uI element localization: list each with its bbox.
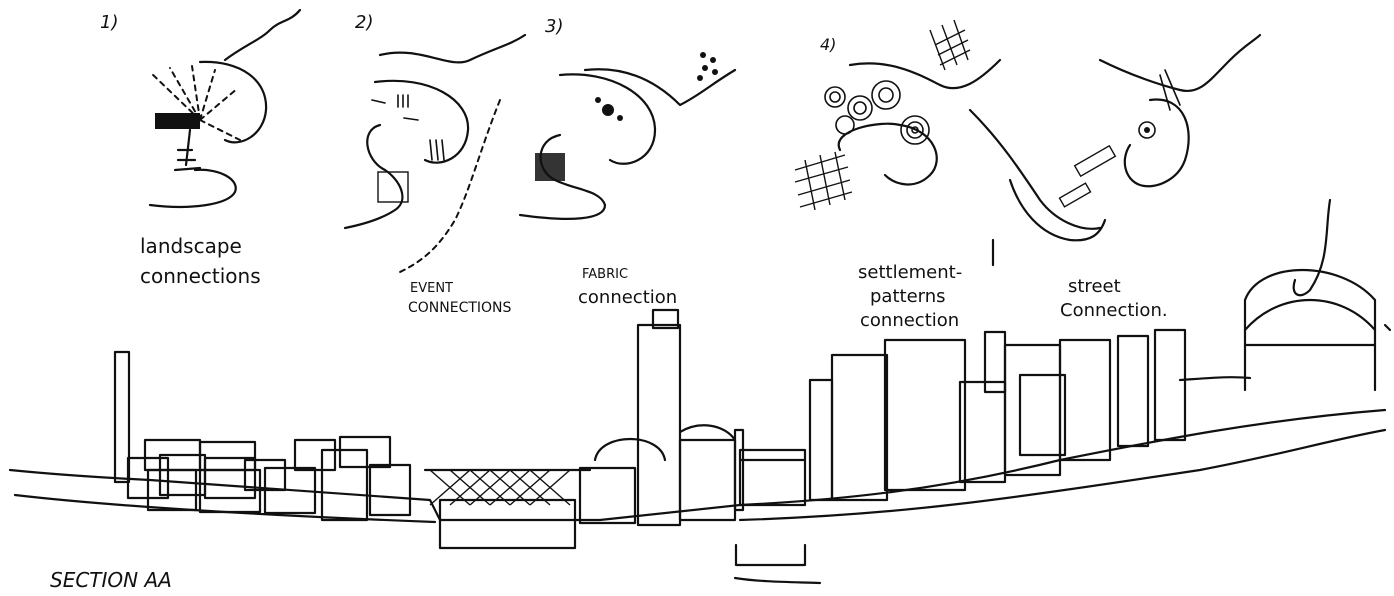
- caption-fabric-1: FABRIC: [582, 267, 628, 282]
- diagram-number-3: 3): [545, 16, 563, 37]
- coastline-1: [200, 62, 266, 142]
- diagram-event-connections: 2) EVENT CONNECTIONS: [345, 12, 525, 316]
- coastline-3: [560, 74, 655, 163]
- street-edge-5: [970, 110, 1100, 229]
- caption-fabric-2: connection: [578, 287, 677, 308]
- diagram-street-connection: street Connection.: [970, 35, 1260, 321]
- diagram-landscape-connections: 1) landscape connections: [100, 10, 300, 288]
- diagram-number-4: 4): [820, 35, 836, 54]
- landscape-hatch-block: [155, 113, 200, 170]
- inlet-2: [345, 125, 402, 228]
- event-path-2: [400, 100, 500, 272]
- fabric-dots-3: [535, 52, 718, 181]
- caption-event-1: EVENT: [410, 281, 453, 296]
- caption-settlement-2: patterns: [870, 286, 946, 307]
- caption-settlement-3: connection: [860, 310, 959, 331]
- shoreline-2: [380, 35, 525, 62]
- coastline-2: [375, 81, 468, 163]
- settlement-rings-4: [825, 81, 929, 144]
- central-tower: [580, 310, 743, 525]
- diagram-number-1: 1): [100, 12, 118, 33]
- event-marks-2: [372, 95, 444, 160]
- coastline-5: [1125, 100, 1189, 187]
- caption-event-2: CONNECTIONS: [408, 300, 512, 316]
- domed-hall: [1245, 200, 1390, 390]
- shoreline-5: [1100, 35, 1260, 91]
- diagram-number-2: 2): [355, 12, 373, 33]
- shoreline-4: [850, 60, 1000, 88]
- central-pavilion: [425, 470, 590, 548]
- street-blocks-5: [1060, 70, 1180, 207]
- lower-coast-1: [150, 170, 236, 207]
- caption-street-2: Connection.: [1060, 300, 1168, 321]
- right-buildings: [810, 330, 1250, 500]
- caption-landscape-1: landscape: [140, 234, 242, 258]
- street-lower-5: [1010, 180, 1105, 240]
- diagram-settlement-patterns: 4) settlement- patterns connection: [795, 20, 1000, 331]
- section-label: SECTION AA: [50, 568, 172, 592]
- shoreline-1: [225, 10, 300, 60]
- shoreline-3: [585, 69, 735, 105]
- diagram-fabric-connection: 3) FABRIC connection: [520, 16, 735, 308]
- caption-landscape-2: connections: [140, 264, 261, 288]
- caption-street-1: street: [1068, 276, 1121, 297]
- caption-settlement-1: settlement-: [858, 262, 962, 283]
